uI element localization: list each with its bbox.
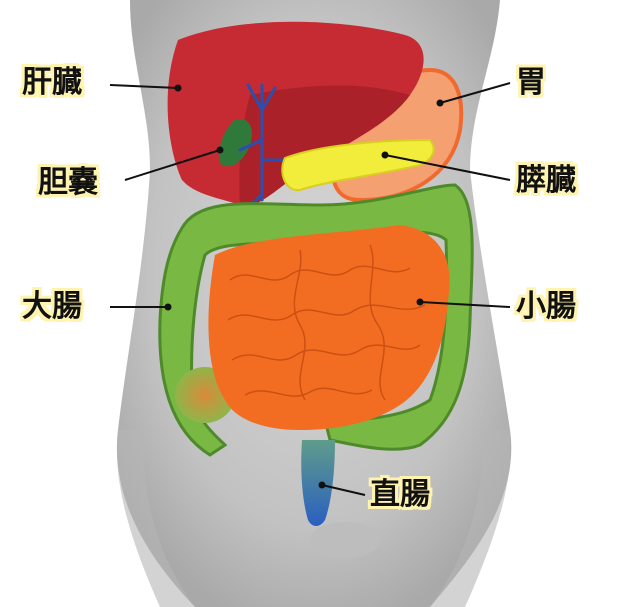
- stomach-leader-line: [439, 82, 511, 104]
- leg-shadow-right: [430, 430, 511, 607]
- small-intestine-marker-dot: [416, 298, 424, 306]
- stomach-marker-dot: [436, 99, 444, 107]
- liver-marker-dot: [174, 84, 182, 92]
- rectum-marker-dot: [318, 481, 326, 489]
- rectum-leader-line: [321, 484, 366, 496]
- liver-label: 肝臓: [22, 65, 82, 100]
- crotch-fold: [310, 522, 380, 558]
- pancreas-leader-line: [384, 154, 511, 181]
- large-intestine-marker-dot: [164, 303, 172, 311]
- small-intestine-leader-line: [419, 301, 511, 308]
- rectum: [301, 440, 335, 526]
- small-intestine: [208, 225, 450, 430]
- liver-leader-line: [109, 84, 179, 89]
- large-intestine-label: 大腸: [22, 289, 82, 324]
- gallbladder-marker-dot: [216, 146, 224, 154]
- pancreas: [281, 138, 435, 192]
- gallbladder: [218, 119, 252, 167]
- pancreas-label: 膵臓: [516, 163, 576, 198]
- pancreas-marker-dot: [381, 151, 389, 159]
- stomach-label: 胃: [516, 65, 546, 100]
- leg-shadow-left: [116, 430, 195, 607]
- rectum-label: 直腸: [370, 477, 430, 512]
- small-intestine-label: 小腸: [516, 289, 576, 324]
- gallbladder-label: 胆嚢: [38, 165, 98, 200]
- gallbladder-leader-line: [124, 149, 221, 181]
